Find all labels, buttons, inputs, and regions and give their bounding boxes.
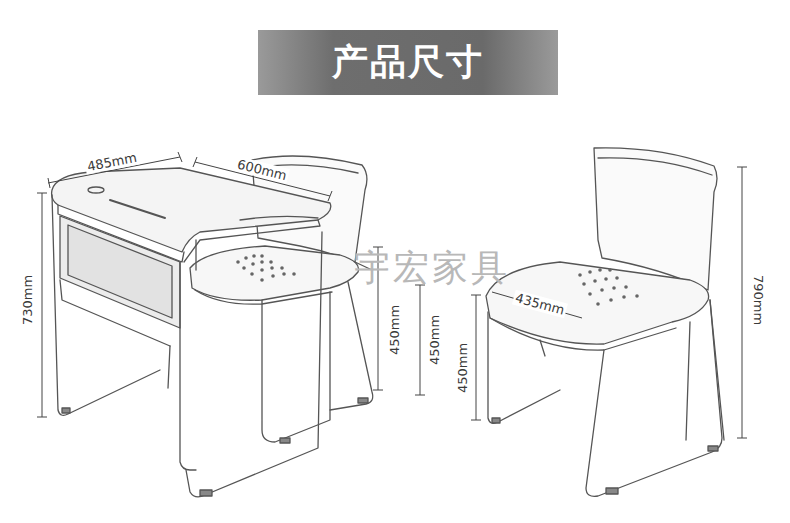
dimension-label: 450mm (387, 303, 402, 357)
title-banner: 产品尺寸 (258, 30, 558, 95)
dimension-label: 790mm (751, 273, 766, 327)
dimension-label: 730mm (20, 273, 35, 327)
watermark: 宇宏家具 (354, 244, 510, 293)
title-text: 产品尺寸 (332, 38, 484, 87)
dimension-label: 450mm (427, 313, 442, 367)
dimension-label: 450mm (455, 341, 470, 395)
